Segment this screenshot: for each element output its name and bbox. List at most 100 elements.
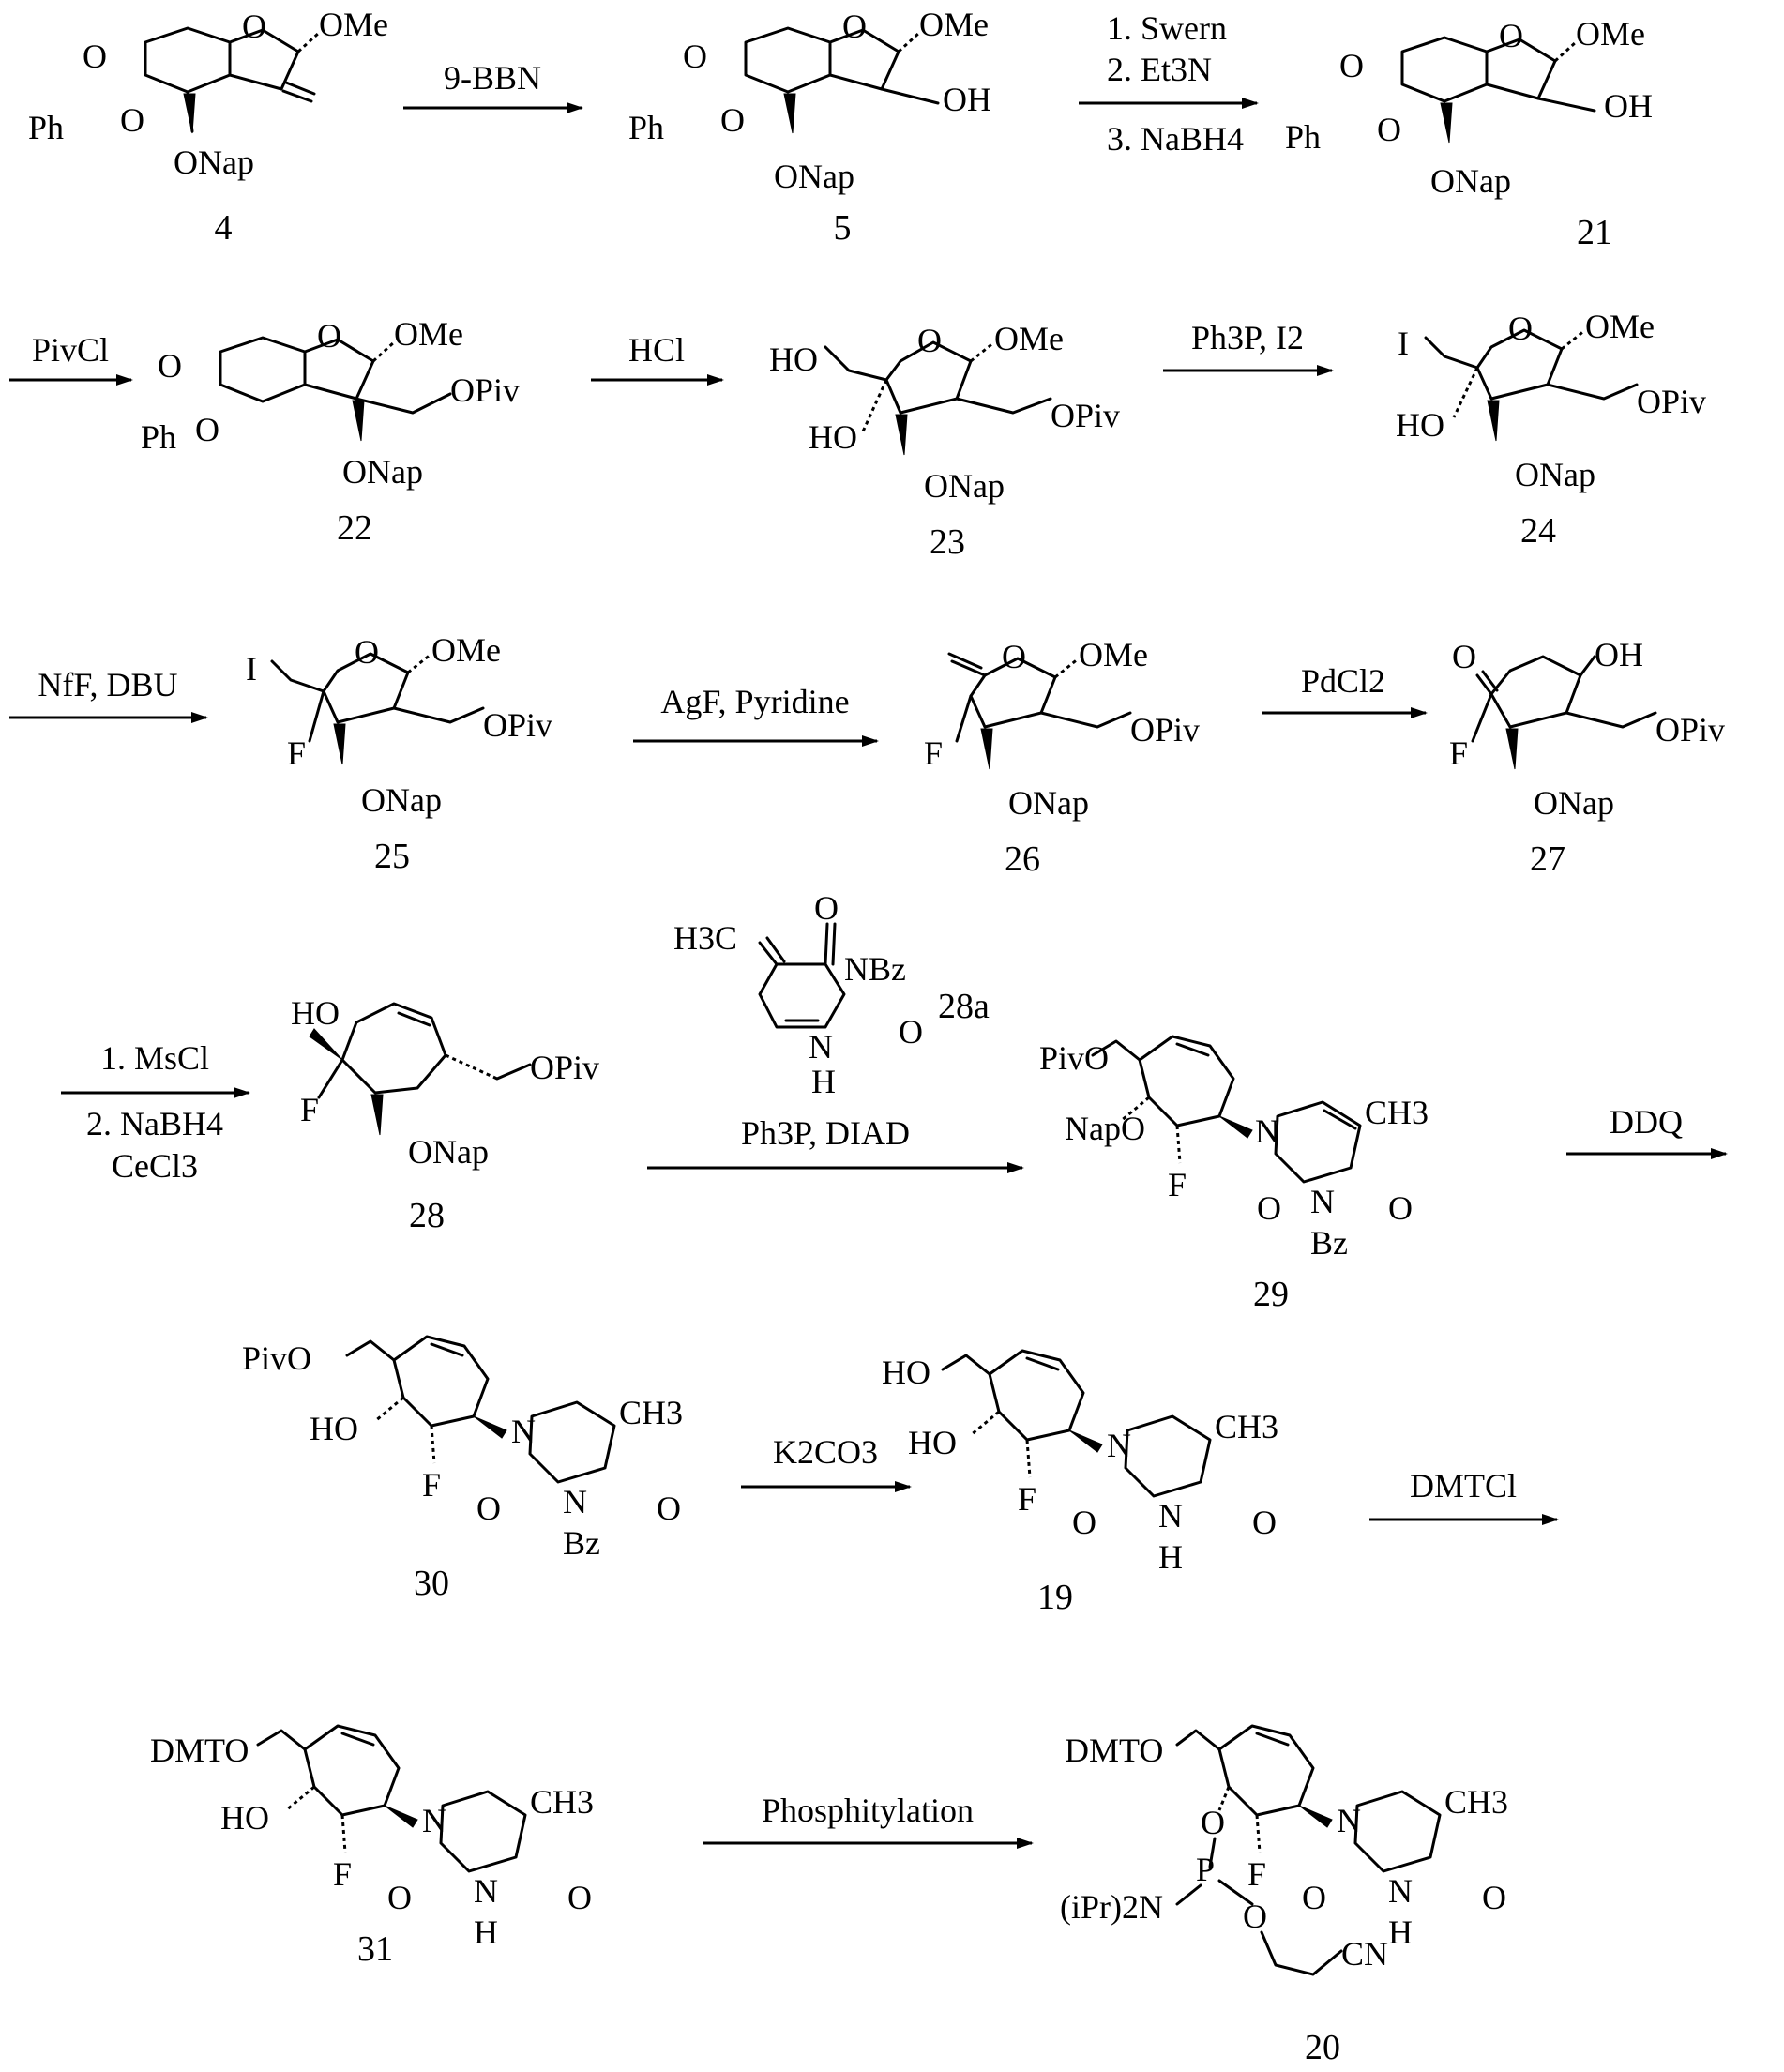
compound-28a: O H3C NBz N H O 28a — [673, 889, 990, 1100]
svg-text:N: N — [1107, 1427, 1131, 1464]
compound-20: DMTO O P (iPr)2N O CN F N CH3 O N O H 20 — [1060, 1726, 1508, 2067]
svg-text:DDQ: DDQ — [1610, 1103, 1683, 1141]
svg-text:O: O — [476, 1490, 501, 1527]
svg-text:P: P — [1196, 1851, 1215, 1888]
svg-text:H: H — [811, 1063, 836, 1100]
svg-text:ONap: ONap — [408, 1133, 489, 1171]
svg-text:O: O — [1002, 638, 1026, 675]
compound-label-4: 4 — [215, 208, 233, 248]
compound-label-19: 19 — [1037, 1578, 1073, 1617]
svg-text:ONap: ONap — [924, 467, 1005, 505]
arrow-swern: 1. Swern 2. Et3N 3. NaBH4 — [1079, 9, 1257, 158]
svg-text:OMe: OMe — [994, 320, 1064, 357]
svg-text:O: O — [387, 1879, 412, 1916]
svg-text:N: N — [1310, 1183, 1335, 1220]
svg-text:O: O — [917, 322, 942, 359]
compound-label-29: 29 — [1253, 1275, 1289, 1314]
svg-text:OMe: OMe — [319, 6, 388, 43]
compound-label-21: 21 — [1577, 213, 1612, 252]
svg-text:N: N — [511, 1413, 536, 1450]
svg-text:F: F — [422, 1466, 441, 1504]
compound-label-28a: 28a — [938, 987, 990, 1026]
svg-text:CN: CN — [1341, 1935, 1388, 1973]
arrow-9bbn: 9-BBN — [403, 59, 582, 108]
svg-text:O: O — [1302, 1879, 1326, 1916]
svg-text:AgF, Pyridine: AgF, Pyridine — [660, 683, 849, 720]
compound-24: O I HO OMe OPiv ONap 24 — [1396, 308, 1706, 551]
svg-text:O: O — [355, 633, 379, 671]
svg-text:OPiv: OPiv — [450, 371, 520, 409]
svg-text:Bz: Bz — [563, 1524, 600, 1562]
svg-text:9-BBN: 9-BBN — [444, 59, 541, 97]
svg-text:N: N — [1388, 1872, 1413, 1910]
arrow-nff-dbu: NfF, DBU — [9, 666, 206, 718]
svg-text:O: O — [1377, 111, 1401, 148]
compound-27: O OH OPiv F ONap 27 — [1449, 636, 1725, 879]
arrow-agf: AgF, Pyridine — [633, 683, 877, 741]
svg-text:HO: HO — [310, 1410, 358, 1447]
svg-text:O: O — [120, 101, 144, 139]
svg-text:O: O — [1257, 1189, 1281, 1227]
svg-text:F: F — [287, 734, 306, 772]
svg-text:(iPr)2N: (iPr)2N — [1060, 1888, 1163, 1926]
svg-text:O: O — [1201, 1804, 1225, 1841]
svg-text:DMTO: DMTO — [150, 1732, 249, 1769]
svg-text:2. NaBH4: 2. NaBH4 — [86, 1105, 223, 1142]
arrow-ph3p-i2: Ph3P, I2 — [1163, 319, 1332, 371]
svg-text:HO: HO — [291, 994, 340, 1032]
svg-text:OMe: OMe — [1576, 15, 1645, 53]
svg-text:O: O — [158, 347, 182, 385]
svg-text:O: O — [683, 38, 707, 75]
arrow-ph3p-diad: Ph3P, DIAD — [647, 1114, 1022, 1168]
svg-text:OPiv: OPiv — [530, 1049, 599, 1086]
compound-29: PivO NapO F N CH3 O N O Bz 29 — [1039, 1036, 1429, 1314]
svg-text:F: F — [924, 734, 943, 772]
svg-text:2. Et3N: 2. Et3N — [1107, 51, 1212, 88]
svg-text:F: F — [1018, 1480, 1036, 1518]
svg-text:OMe: OMe — [919, 6, 989, 43]
compound-22: O O O Ph OMe OPiv ONap 22 — [141, 315, 520, 548]
arrow-pivcl: PivCl — [9, 331, 131, 380]
compound-31: DMTO HO F N CH3 O N O H 31 — [150, 1726, 594, 1969]
svg-text:NBz: NBz — [844, 950, 906, 988]
svg-text:O: O — [1482, 1879, 1506, 1916]
compound-4: O O O Ph OMe ONap 4 — [28, 6, 388, 248]
svg-text:F: F — [300, 1091, 319, 1128]
compound-label-23: 23 — [930, 522, 965, 562]
svg-text:HO: HO — [882, 1354, 930, 1391]
svg-text:N: N — [809, 1028, 833, 1066]
svg-text:ONap: ONap — [342, 453, 423, 491]
svg-text:O: O — [83, 38, 107, 75]
compound-label-28: 28 — [409, 1196, 445, 1235]
svg-text:ONap: ONap — [1430, 162, 1511, 200]
svg-text:ONap: ONap — [774, 158, 854, 195]
svg-text:O: O — [1499, 17, 1523, 54]
svg-text:PivCl: PivCl — [32, 331, 109, 369]
svg-text:F: F — [1247, 1855, 1266, 1893]
svg-text:PivO: PivO — [1039, 1039, 1109, 1077]
svg-text:CH3: CH3 — [530, 1783, 594, 1821]
svg-text:HCl: HCl — [628, 331, 685, 369]
svg-text:PivO: PivO — [242, 1339, 311, 1377]
arrow-dmtcl: DMTCl — [1369, 1467, 1557, 1520]
svg-text:O: O — [814, 889, 839, 927]
svg-text:O: O — [1243, 1898, 1267, 1935]
svg-text:Ph: Ph — [28, 109, 64, 146]
svg-text:O: O — [195, 411, 219, 448]
svg-text:HO: HO — [809, 418, 857, 456]
svg-text:O: O — [1072, 1504, 1096, 1541]
svg-text:O: O — [317, 317, 341, 355]
svg-text:CH3: CH3 — [1444, 1783, 1508, 1821]
svg-text:F: F — [1449, 734, 1468, 772]
compound-25: O I F OMe OPiv ONap 25 — [246, 631, 552, 876]
compound-28: HO F OPiv ONap 28 — [291, 994, 599, 1235]
svg-text:F: F — [1168, 1166, 1187, 1203]
svg-text:Ph: Ph — [1285, 118, 1321, 156]
svg-text:H: H — [1158, 1538, 1183, 1576]
compound-26: O F OMe OPiv ONap 26 — [924, 636, 1200, 879]
svg-text:H: H — [474, 1913, 498, 1951]
svg-text:O: O — [842, 8, 867, 45]
compound-5: O O O Ph OMe OH ONap 5 — [628, 6, 991, 248]
svg-text:ONap: ONap — [361, 781, 442, 819]
